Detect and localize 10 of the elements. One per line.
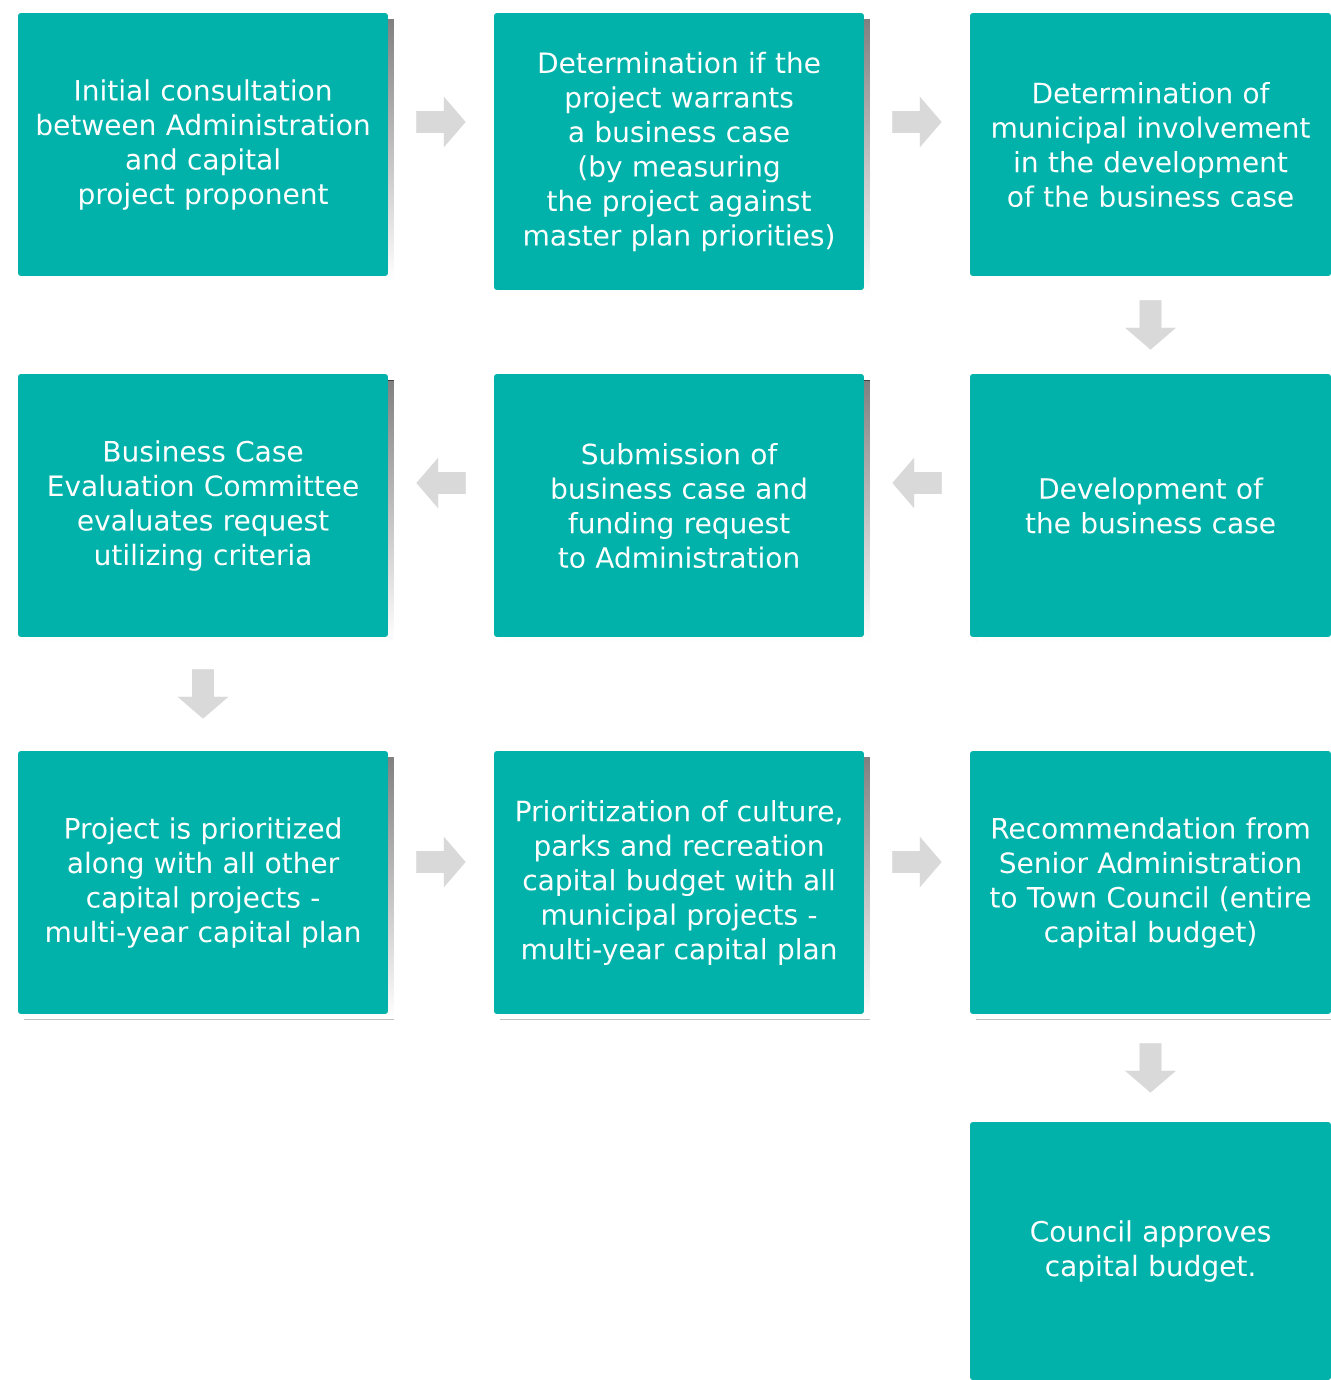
process-box: Prioritization of culture, parks and recreation capital budget with all municipal projects - multi-year capital plan	[494, 751, 870, 1020]
process-box: Determination if the project warrants a business case (by measuring the project against master plan priorities)	[494, 13, 870, 296]
process-box: Determination of municipal involvement in the development of the business case	[970, 13, 1331, 282]
process-box: Council approves capital budget.	[970, 1122, 1331, 1380]
process-box: Submission of business case and funding request to Administration	[494, 374, 870, 643]
process-box: Development of the business case	[970, 374, 1331, 643]
process-box: Project is prioritized along with all other capital projects - multi-year capital plan	[18, 751, 394, 1020]
process-box: Initial consultation between Administration and capital project proponent	[18, 13, 394, 282]
process-box: Business Case Evaluation Committee evaluates request utilizing criteria	[18, 374, 394, 643]
process-box: Recommendation from Senior Administration to Town Council (entire capital budget)	[970, 751, 1331, 1020]
